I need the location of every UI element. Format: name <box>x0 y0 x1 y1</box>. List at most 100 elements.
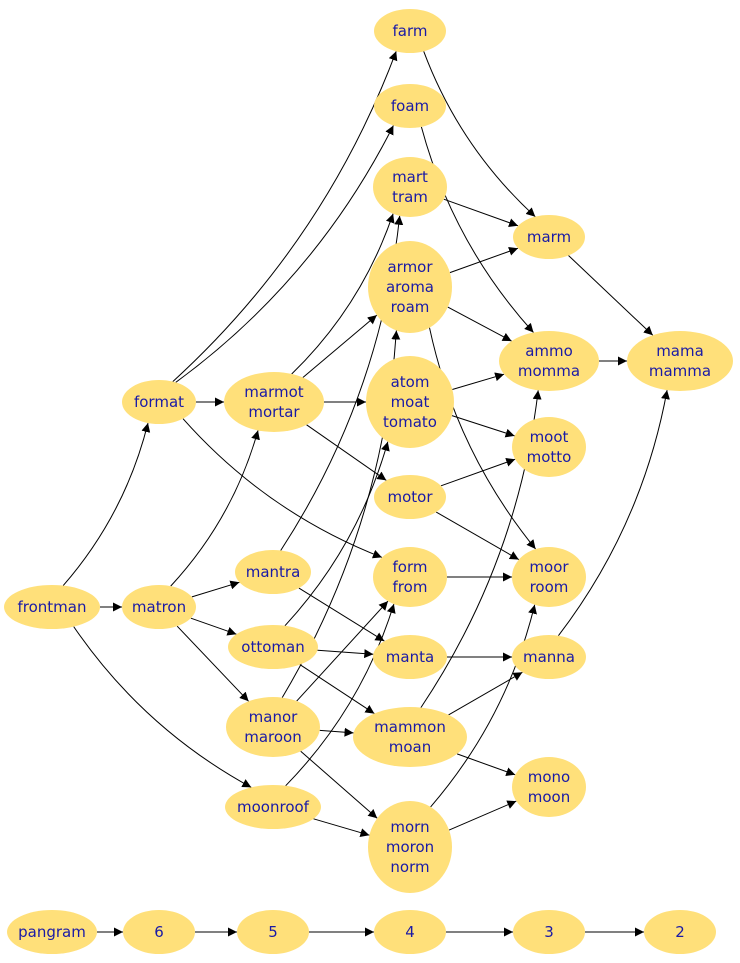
node-moonroof-label: moonroof <box>237 798 310 816</box>
node-armor-label: aroma <box>386 278 434 296</box>
node-mammon-label: mammon <box>374 718 446 736</box>
node-marmot-shape <box>224 372 324 432</box>
edge-manna-to-mama <box>558 390 670 637</box>
node-marttram-label: mart <box>392 168 428 186</box>
node-marttram-shape <box>373 157 447 217</box>
node-foam: foam <box>374 84 446 128</box>
edge-mammon-to-mono <box>456 753 516 777</box>
node-motor-label: motor <box>387 488 433 506</box>
node-matron-label: matron <box>132 598 186 616</box>
node-farm-label: farm <box>393 22 428 40</box>
node-ammo: ammo momma <box>499 331 599 391</box>
node-foam-shape <box>374 84 446 128</box>
node-form-label: from <box>393 578 428 596</box>
node-motor: motor <box>374 475 446 519</box>
node-marmot-label: mortar <box>248 403 300 421</box>
node-armor-label: roam <box>391 298 430 316</box>
node-mono-shape <box>512 757 586 817</box>
node-manta: manta <box>373 635 447 679</box>
node-n4-shape <box>374 910 446 954</box>
node-manna-shape <box>512 635 586 679</box>
edge-mantra-to-manta <box>298 587 385 642</box>
node-motor-shape <box>374 475 446 519</box>
node-marttram-label: tram <box>392 188 428 206</box>
node-marm-shape <box>513 215 585 259</box>
node-mammon-shape <box>353 707 467 767</box>
node-format-shape <box>122 380 196 424</box>
node-ottoman-label: ottoman <box>241 638 304 656</box>
edge-morn-to-moor <box>430 604 537 808</box>
edge-format-to-form <box>182 418 383 559</box>
node-mammon-label: moan <box>389 738 432 756</box>
node-n2-label: 2 <box>675 923 685 941</box>
node-form: form from <box>373 547 447 607</box>
node-atom-label: moat <box>391 393 430 411</box>
node-matron: matron <box>122 585 196 629</box>
edge-format-to-foam <box>175 125 394 383</box>
node-format: format <box>122 380 196 424</box>
node-ottoman: ottoman <box>228 625 318 669</box>
node-manor-label: manor <box>249 708 298 726</box>
edge-armor-to-moor <box>429 327 536 550</box>
node-matron-shape <box>122 585 196 629</box>
node-atom-label: tomato <box>383 413 437 431</box>
node-ottoman-shape <box>228 625 318 669</box>
edge-frontman-to-format <box>62 422 151 586</box>
node-ammo-label: ammo <box>525 342 573 360</box>
node-moor-shape <box>512 547 586 607</box>
edge-format-to-farm <box>172 51 398 382</box>
node-mama-label: mamma <box>649 362 711 380</box>
node-frontman-label: frontman <box>18 598 87 616</box>
node-morn-label: morn <box>390 818 429 836</box>
edge-motor-to-moor <box>435 511 520 561</box>
node-n5: 5 <box>237 910 309 954</box>
edge-ottoman-to-mammon <box>299 664 375 715</box>
node-armor-shape <box>368 241 452 333</box>
node-n6-shape <box>123 910 195 954</box>
edge-matron-to-mantra <box>191 580 240 598</box>
edge-marmot-to-marttram <box>291 213 395 375</box>
edge-manor-to-mammon <box>319 727 354 737</box>
edge-motor-to-moot <box>440 458 516 487</box>
node-n4: 4 <box>374 910 446 954</box>
node-layer: farm foam mart tram marm armor aroma roam ammo mo… <box>4 9 733 954</box>
edge-atom-to-ammo <box>452 372 505 390</box>
edge-moonroof-to-morn <box>313 818 370 837</box>
node-format-label: format <box>134 393 184 411</box>
node-mantra-label: mantra <box>246 563 301 581</box>
node-morn-label: norm <box>390 858 429 876</box>
node-n6: 6 <box>123 910 195 954</box>
edge-matron-to-manor <box>176 625 249 702</box>
node-manor: manor maroon <box>226 697 320 757</box>
node-armor-label: armor <box>387 258 433 276</box>
edge-armor-to-marm <box>449 246 519 274</box>
edge-atom-to-moot <box>451 415 515 438</box>
node-frontman-shape <box>4 585 100 629</box>
node-farm: farm <box>374 9 446 53</box>
edge-armor-to-ammo <box>447 306 512 342</box>
node-n6-label: 6 <box>154 923 164 941</box>
node-frontman: frontman <box>4 585 100 629</box>
node-armor: armor aroma roam <box>368 241 452 333</box>
node-moor-label: moor <box>529 558 569 576</box>
node-mono-label: mono <box>528 768 570 786</box>
node-mono: mono moon <box>512 757 586 817</box>
edge-farm-to-marm <box>423 51 536 218</box>
edge-ottoman-to-manta <box>317 649 374 659</box>
node-n5-shape <box>237 910 309 954</box>
node-mama-shape <box>627 331 733 391</box>
node-form-label: form <box>393 558 428 576</box>
edge-marmot-to-armor <box>302 314 378 378</box>
node-manor-label: maroon <box>244 728 302 746</box>
node-n4-label: 4 <box>405 923 415 941</box>
node-mono-label: moon <box>528 788 570 806</box>
node-marm: marm <box>513 215 585 259</box>
node-ammo-label: momma <box>518 362 580 380</box>
edge-matron-to-marmot <box>170 430 260 587</box>
node-n3-label: 3 <box>544 923 554 941</box>
node-n3: 3 <box>513 910 585 954</box>
